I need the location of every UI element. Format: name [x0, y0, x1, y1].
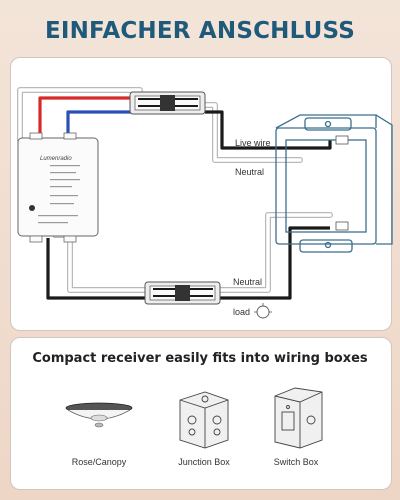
neutral-wire-blue [66, 110, 140, 140]
compact-receiver-subtitle: Compact receiver easily fits into wiring… [32, 351, 368, 366]
black-wire-right [220, 226, 330, 300]
black-wire-top [205, 110, 332, 150]
receiver-module: Lumenradio [17, 132, 99, 243]
live-wire-label: Live wire [235, 138, 271, 148]
rose-canopy-label: Rose/Canopy [71, 457, 127, 467]
black-wire-left [46, 238, 150, 300]
page-title: EINFACHER ANSCHLUSS [44, 18, 356, 44]
wago-connector-bottom [144, 281, 221, 305]
live-wire-red [38, 96, 140, 140]
switch-box-label: Switch Box [273, 457, 319, 467]
switch-box-outline [275, 114, 393, 253]
neutral-bottom-label: Neutral [233, 277, 263, 287]
junction-box-label: Junction Box [178, 457, 230, 467]
load-label: load [233, 307, 251, 317]
receiver-brand: Lumenradio [40, 156, 72, 162]
wago-connector-top [129, 91, 206, 115]
bulb-icon [254, 303, 272, 319]
neutral-top-label: Neutral [235, 167, 265, 177]
